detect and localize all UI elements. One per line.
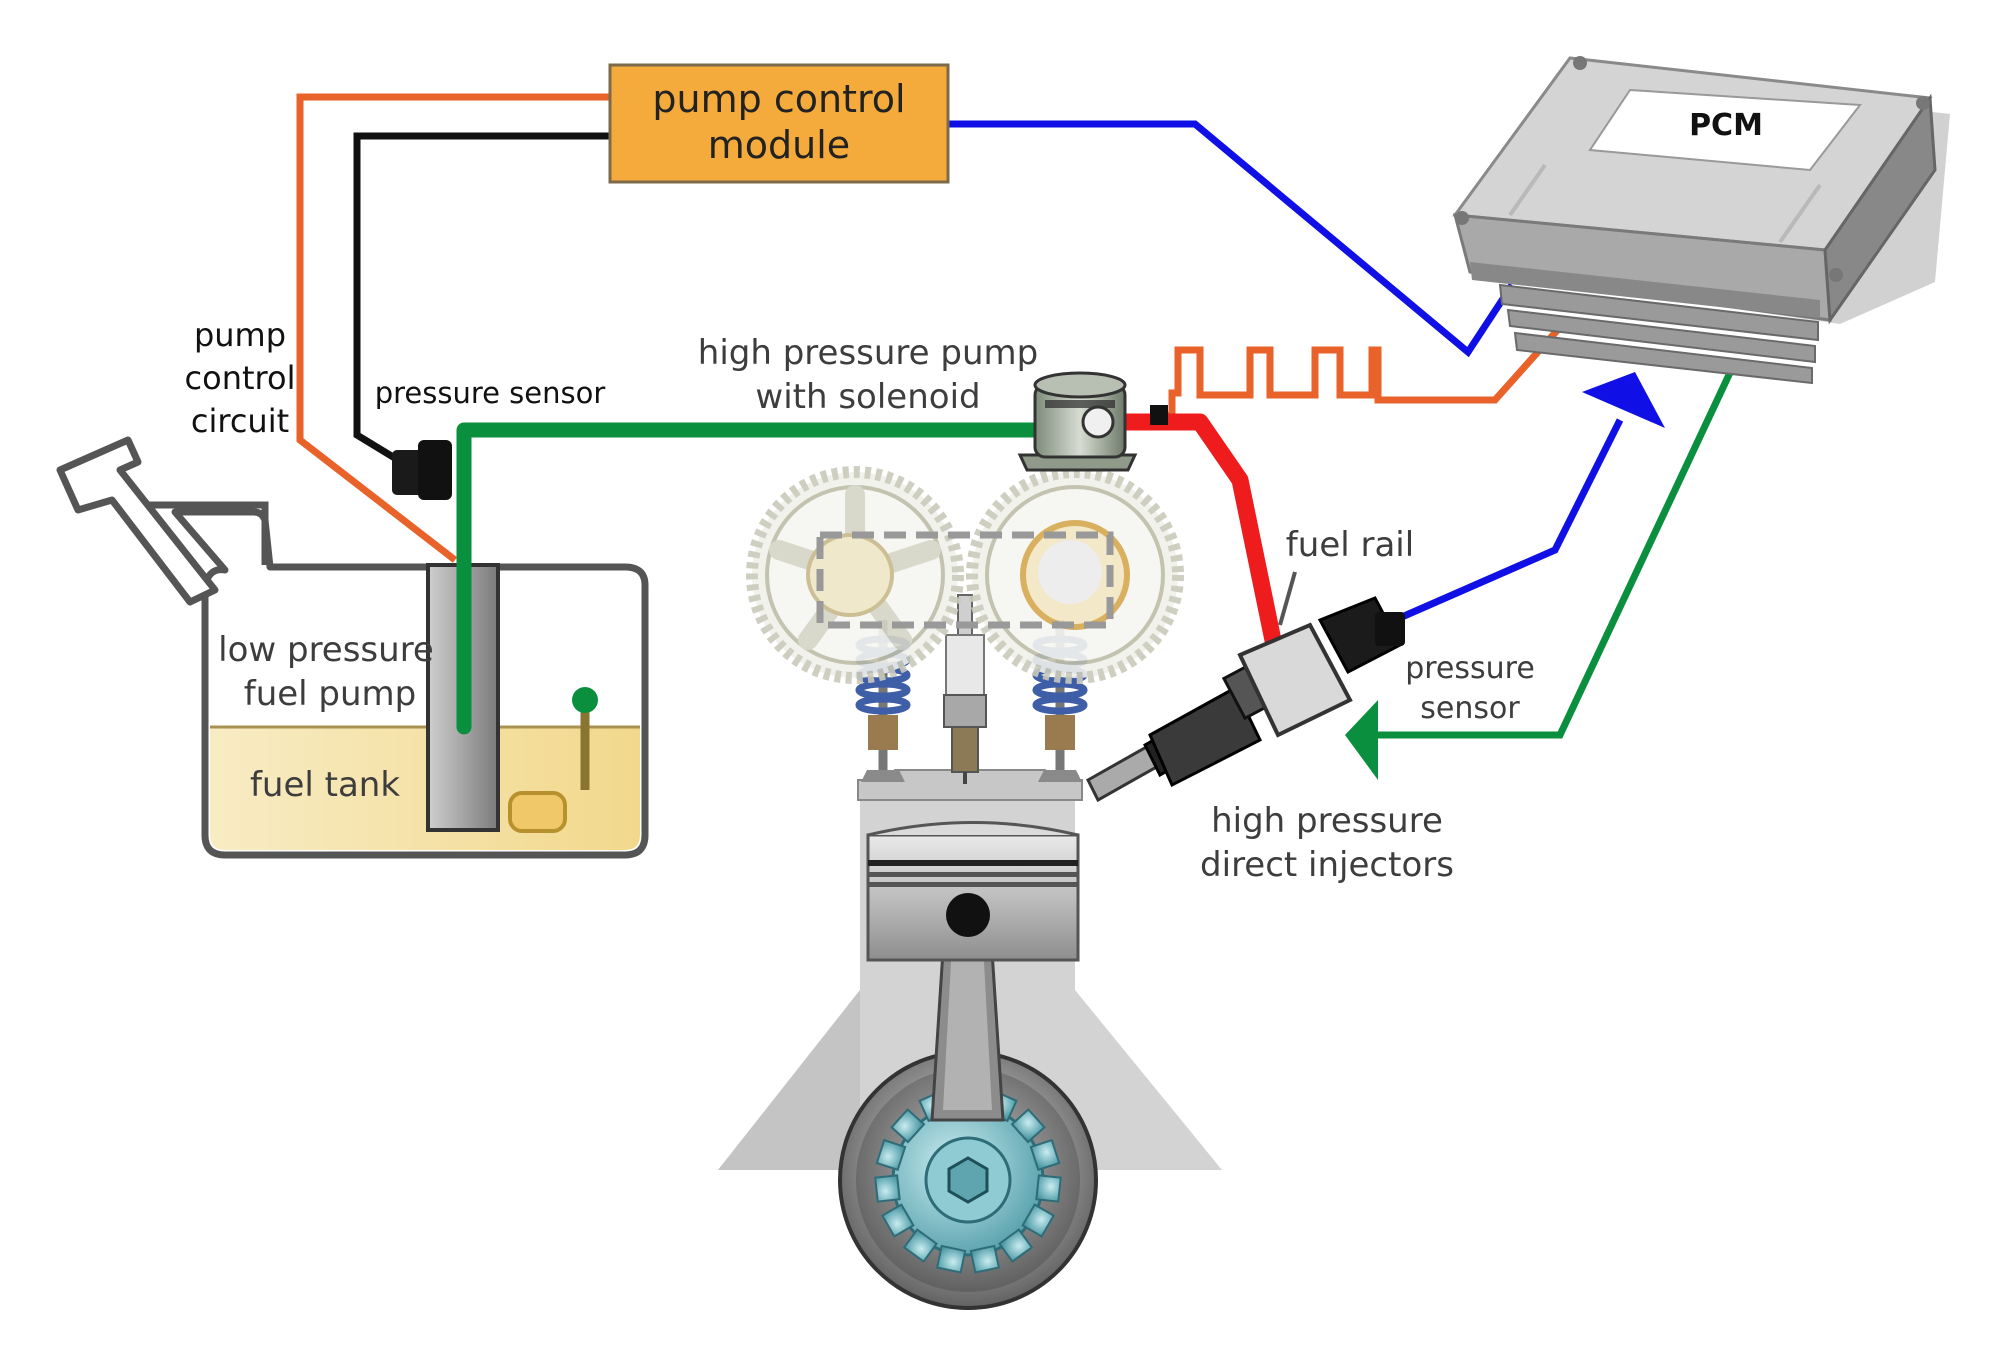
high-pressure-pump-label: high pressure pump with solenoid — [698, 333, 1038, 417]
pump-control-wire-orange — [296, 93, 610, 563]
pump-control-circuit-label: pump control circuit — [185, 316, 296, 440]
pcm-label: PCM — [1689, 108, 1763, 143]
crank-gear-icon — [838, 1050, 1098, 1310]
direct-injectors-line2: direct injectors — [1200, 845, 1454, 885]
high-pressure-pump-line1: high pressure pump — [698, 333, 1038, 373]
module-to-pcm-wire — [948, 120, 1515, 358]
fuel-tank-icon — [56, 436, 649, 859]
pump-control-circuit-line2: control — [185, 359, 296, 397]
piston-icon — [866, 821, 1080, 962]
injector-control-wire — [1375, 360, 1739, 739]
signal-arrow-green — [1345, 700, 1378, 780]
cam-gear-icon — [966, 466, 1184, 684]
signal-arrow-blue — [1582, 372, 1665, 428]
fuel-rail-label: fuel rail — [1286, 525, 1414, 565]
direct-injectors-label: high pressure direct injectors — [1200, 801, 1454, 885]
rail-sensor-signal-wire — [1393, 418, 1624, 624]
solenoid-control-signal — [1160, 322, 1565, 419]
fuel-tank-label: fuel tank — [250, 765, 400, 805]
pressure-sensor-rail-line2: sensor — [1420, 691, 1520, 726]
pressure-sensor-rail-line1: pressure — [1405, 651, 1535, 686]
cam-gear-icon — [746, 466, 964, 684]
low-pressure-fuel-pump-line2: fuel pump — [244, 674, 417, 714]
pump-control-circuit-line1: pump — [194, 316, 286, 354]
pcm-box-icon — [1452, 56, 1950, 385]
spark-plug-icon — [943, 594, 987, 784]
pump-control-module-label-line2: module — [708, 123, 850, 167]
pressure-sensor-low-label: pressure sensor — [375, 376, 606, 410]
fuel-injector-icon — [1086, 571, 1405, 803]
pump-control-wire-black — [353, 132, 610, 463]
connecting-rod — [930, 918, 1005, 1122]
pump-control-module: pump control module — [608, 63, 950, 184]
low-pressure-fuel-pump-line1: low pressure — [218, 630, 434, 670]
direct-injectors-line1: high pressure — [1211, 801, 1443, 841]
pump-control-circuit-line3: circuit — [191, 402, 289, 440]
low-pressure-fuel-line — [456, 422, 1053, 735]
pressure-sensor-rail-label: pressure sensor — [1405, 651, 1535, 726]
pressure-sensor-icon — [392, 440, 452, 500]
high-pressure-pump-icon — [1017, 371, 1168, 472]
low-pressure-fuel-pump-label: low pressure fuel pump — [218, 630, 434, 714]
timing-belt — [816, 531, 1114, 629]
pump-control-module-label-line1: pump control — [652, 77, 905, 121]
high-pressure-pump-line2: with solenoid — [755, 377, 980, 417]
